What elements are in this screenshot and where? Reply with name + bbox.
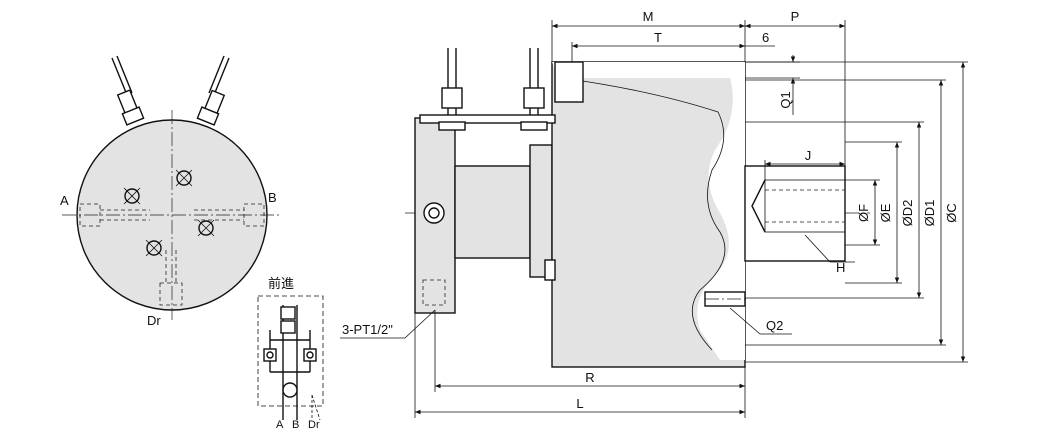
dim-t: T bbox=[654, 30, 662, 45]
circuit-title: 前進 bbox=[268, 276, 294, 291]
output-shaft bbox=[744, 165, 846, 262]
top-piping bbox=[419, 48, 584, 131]
dim-d1: ØD1 bbox=[922, 200, 937, 227]
port-b-passage bbox=[194, 203, 265, 227]
main-view: M P T 6 Q1 J H Q2 3-PT1/2" bbox=[340, 9, 968, 418]
hole-2 bbox=[123, 187, 141, 205]
port-b-label: B bbox=[268, 190, 277, 205]
ring bbox=[529, 144, 553, 278]
dim-p: P bbox=[791, 9, 800, 24]
fitting-right bbox=[196, 55, 230, 126]
hole-4 bbox=[145, 239, 163, 257]
port-circle bbox=[423, 202, 445, 224]
fitting-left bbox=[111, 55, 145, 126]
dim-six: 6 bbox=[762, 30, 769, 45]
port-a-passage bbox=[79, 203, 150, 227]
circuit-port-dr: Dr bbox=[308, 419, 320, 431]
dim-f: ØF bbox=[856, 204, 871, 222]
dim-d2: ØD2 bbox=[900, 200, 915, 227]
dim-r: R bbox=[585, 370, 594, 385]
hole-3 bbox=[197, 219, 215, 237]
port-dr-label: Dr bbox=[147, 313, 161, 328]
dim-j: J bbox=[805, 148, 812, 163]
circuit-port-b: B bbox=[292, 419, 299, 431]
dim-q1: Q1 bbox=[778, 91, 793, 108]
dim-q2: Q2 bbox=[766, 318, 783, 333]
hydraulic-circuit: 前進 A B Dr bbox=[257, 276, 324, 431]
neck bbox=[454, 165, 531, 259]
hole-1 bbox=[175, 169, 193, 187]
side-view: A B Dr bbox=[60, 55, 282, 328]
dim-c: ØC bbox=[944, 203, 959, 223]
dim-l: L bbox=[576, 396, 583, 411]
circuit-port-a: A bbox=[276, 419, 284, 431]
callout-ports: 3-PT1/2" bbox=[342, 322, 393, 337]
port-dr-passage bbox=[159, 250, 183, 306]
dim-h: H bbox=[836, 260, 845, 275]
dim-e: ØE bbox=[878, 203, 893, 222]
dim-m: M bbox=[643, 9, 654, 24]
port-a-label: A bbox=[60, 193, 69, 208]
